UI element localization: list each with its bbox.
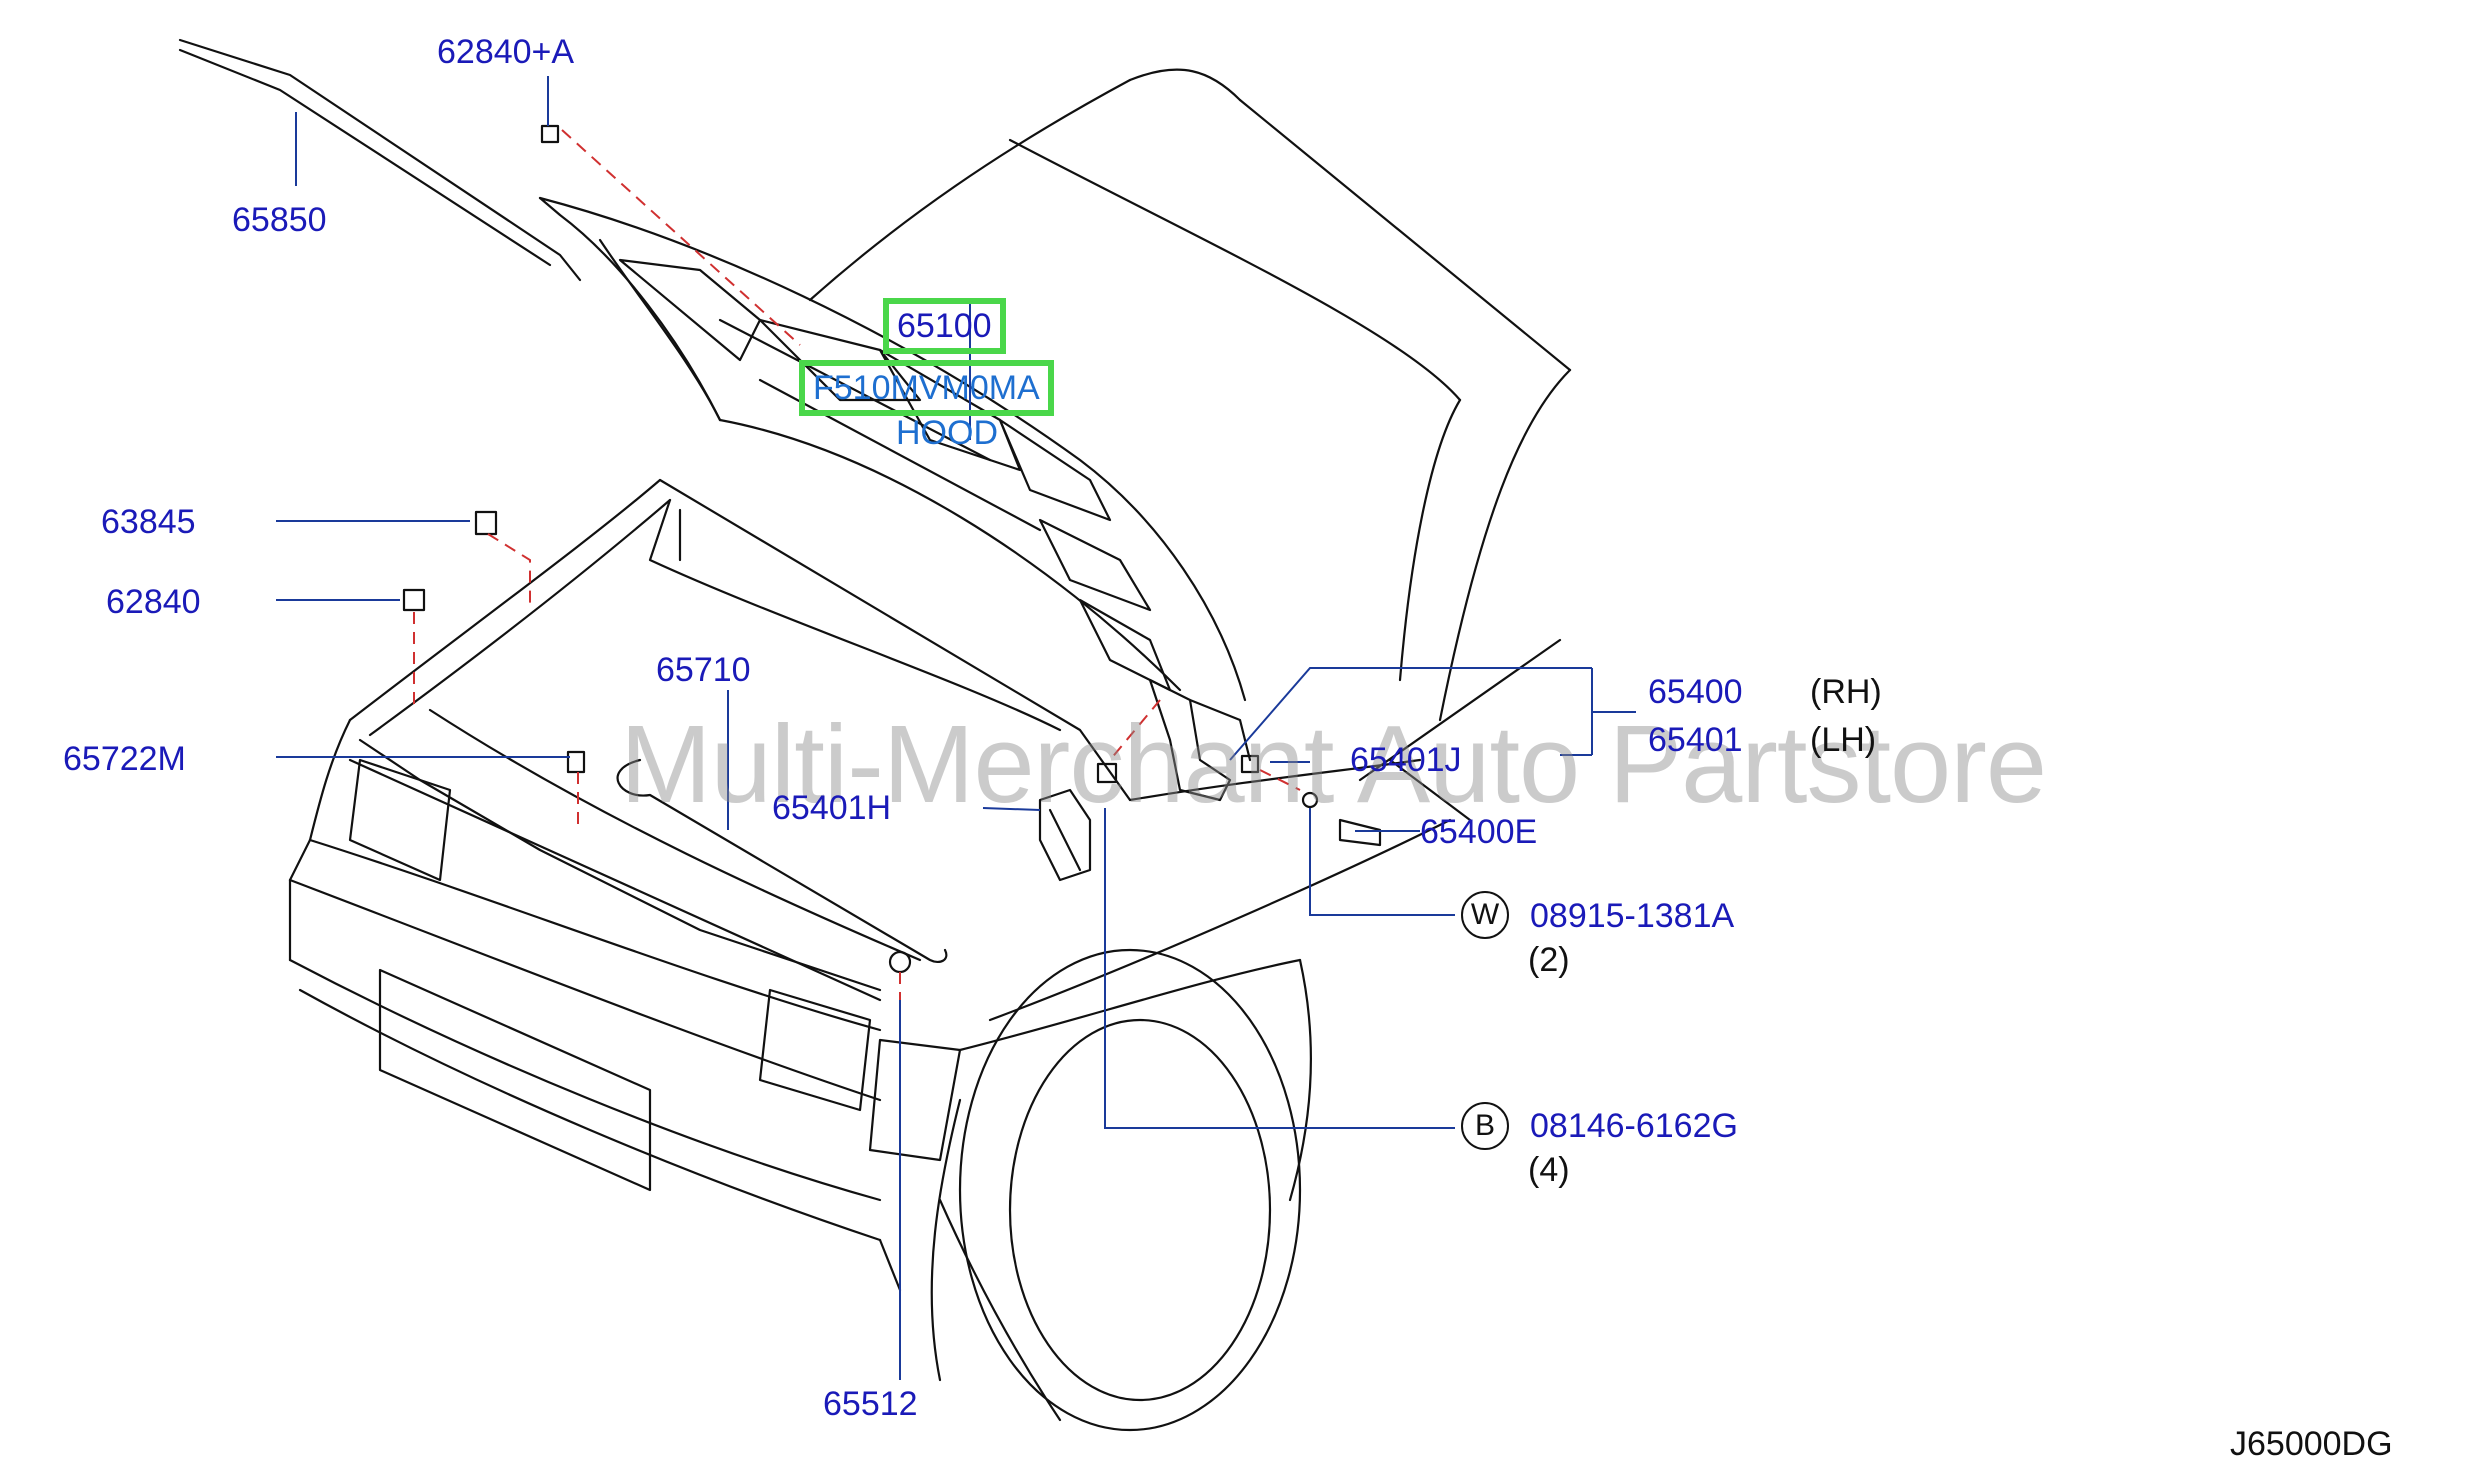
part-65100-label[interactable]: 65100 xyxy=(883,298,1006,354)
part-08915-1381A-label[interactable]: 08915-1381A xyxy=(1530,897,1735,935)
w-code-badge: W xyxy=(1461,891,1509,939)
part-65850-label[interactable]: 65850 xyxy=(232,201,327,239)
part-63845-label[interactable]: 63845 xyxy=(101,503,196,541)
lh-label: (LH) xyxy=(1810,721,1877,759)
part-65400-label[interactable]: 65400 xyxy=(1648,673,1743,711)
part-65722M-label[interactable]: 65722M xyxy=(63,740,186,778)
part-F510MVM0MA-label[interactable]: F510MVM0MA xyxy=(799,360,1054,416)
hood-label: HOOD xyxy=(896,414,998,452)
qty-2-label: (2) xyxy=(1528,941,1570,979)
part-65401H-label[interactable]: 65401H xyxy=(772,789,892,827)
part-65710-label[interactable]: 65710 xyxy=(656,651,751,689)
qty-4-label: (4) xyxy=(1528,1151,1570,1189)
watermark: Multi-Merchant Auto Partstore xyxy=(620,703,2047,826)
part-65512-label[interactable]: 65512 xyxy=(823,1385,918,1423)
rh-label: (RH) xyxy=(1810,673,1882,711)
part-08146-6162G-label[interactable]: 08146-6162G xyxy=(1530,1107,1738,1145)
part-65400E-label[interactable]: 65400E xyxy=(1420,813,1538,851)
part-62840-label[interactable]: 62840 xyxy=(106,583,201,621)
part-65401-label[interactable]: 65401 xyxy=(1648,721,1743,759)
b-code-badge: B xyxy=(1461,1102,1509,1150)
diagram-code-label: J65000DG xyxy=(2230,1425,2393,1463)
part-65401J-label[interactable]: 65401J xyxy=(1350,741,1462,779)
part-62840A-label[interactable]: 62840+A xyxy=(437,33,575,71)
